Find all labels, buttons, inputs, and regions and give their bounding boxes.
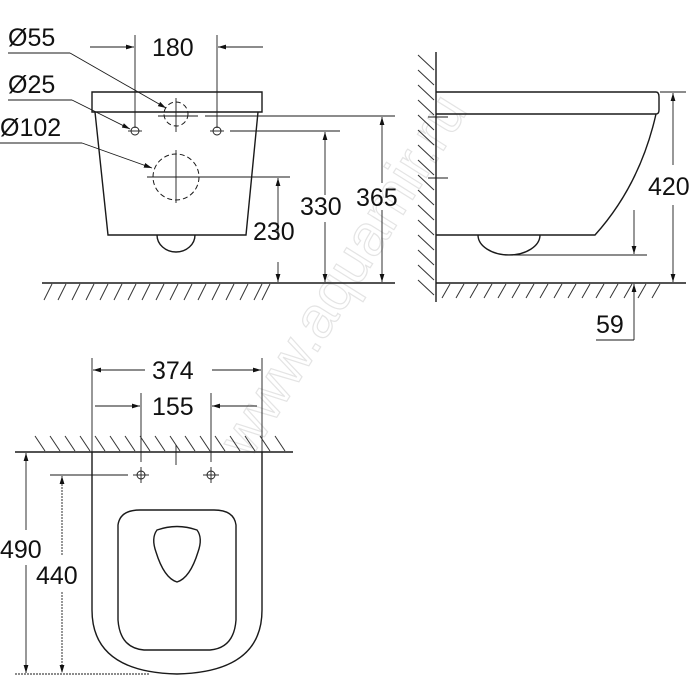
side-view: 420 59 (417, 52, 690, 341)
dim-420-label: 420 (648, 173, 690, 201)
dim-180-label: 180 (152, 34, 194, 62)
top-wall-hatch (34, 435, 286, 452)
watermark: www.aquamir.ru (205, 83, 479, 468)
side-outlet (477, 234, 541, 256)
front-view: 180 Ø55 Ø25 Ø102 230 330 365 (0, 24, 398, 301)
top-bowl-outline (91, 452, 263, 675)
dim-d55-label: Ø55 (8, 24, 55, 52)
dim-330-label: 330 (300, 193, 342, 221)
front-rim (91, 91, 263, 113)
dim-59-label: 59 (596, 311, 624, 339)
front-floor-hatch (43, 283, 271, 301)
front-body (94, 111, 259, 236)
dim-374-label: 374 (152, 357, 194, 385)
dim-440-label: 440 (36, 562, 78, 590)
dim-d25-label: Ø25 (8, 71, 55, 99)
dim-230-label: 230 (253, 218, 295, 246)
front-outlet (156, 234, 196, 253)
dim-365-label: 365 (356, 184, 398, 212)
side-body (436, 113, 657, 236)
dim-155-label: 155 (152, 393, 194, 421)
dim-d102-label: Ø102 (0, 114, 61, 142)
side-rim (436, 91, 660, 115)
top-seat (117, 509, 237, 651)
side-wall-hatch (417, 54, 435, 296)
top-bowl-opening (153, 525, 201, 583)
dim-490-label: 490 (0, 536, 42, 564)
side-floor-hatch (441, 283, 661, 299)
top-view: 374 155 490 440 (0, 357, 293, 675)
